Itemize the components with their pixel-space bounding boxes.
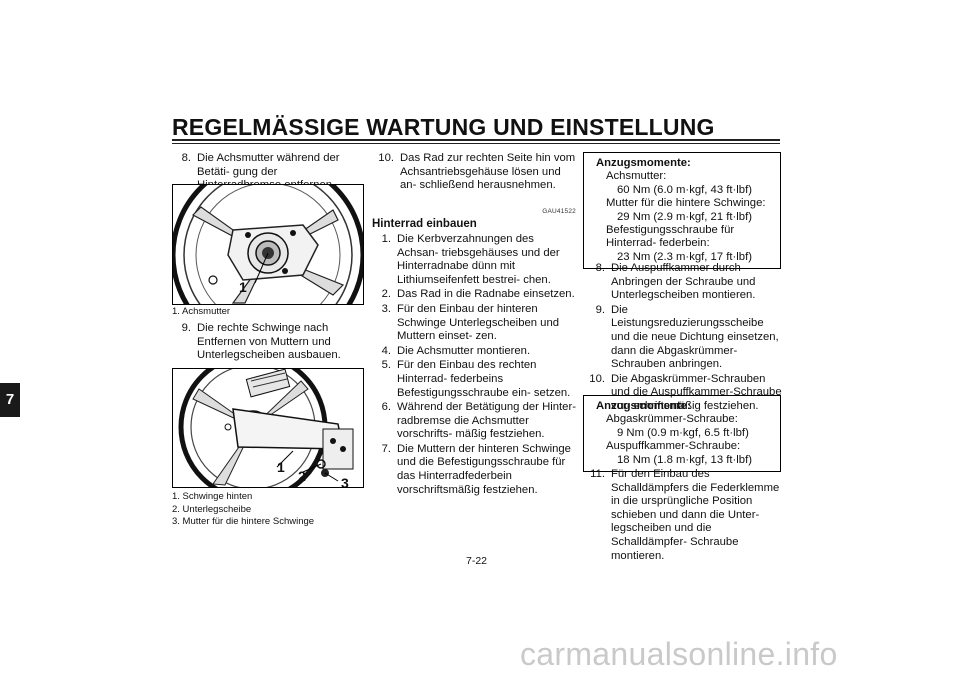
- torque-box-2: Anzugsmomente: Abgaskrümmer-Schraube: 9 …: [583, 395, 781, 473]
- install-step-2: 2. Das Rad in die Radnabe einsetzen.: [372, 288, 576, 302]
- step-number: 5.: [381, 359, 391, 372]
- step-number: 3.: [381, 302, 391, 315]
- figure-2-caption: 1. Schwinge hinten 2. Unterlegscheibe 3.…: [172, 491, 362, 529]
- swingarm-illustration: [178, 369, 354, 487]
- exhaust-step-9: 9. Die Leistungsreduzierungsscheibe und …: [583, 304, 783, 372]
- step-text: Die Leistungsreduzierungsscheibe und die…: [611, 303, 779, 371]
- page-number: 7-22: [466, 555, 488, 567]
- callout-1: 1: [277, 459, 285, 475]
- torque-item-label: Befestigungsschraube für Hinterrad- fede…: [606, 224, 735, 250]
- right-column-steps: 8. Die Auspuffkammer durch Anbringen der…: [583, 262, 783, 415]
- torque-item-value: 60 Nm (6.0 m·kgf, 43 ft·lbf): [617, 183, 752, 196]
- install-step-6: 6. Während der Betätigung der Hinter- ra…: [372, 401, 576, 442]
- title-rule: [172, 139, 780, 141]
- step-text: Während der Betätigung der Hinter- radbr…: [397, 401, 576, 441]
- exhaust-step-11: 11. Für den Einbau des Schalldämpfers di…: [583, 468, 783, 563]
- caption-line: 1. Schwinge hinten: [172, 491, 253, 502]
- figure-swingarm: 1 2 3: [172, 368, 364, 488]
- torque-box-1: Anzugsmomente: Achsmutter: 60 Nm (6.0 m·…: [583, 152, 781, 270]
- step-number: 8.: [595, 262, 605, 274]
- step-9-swingarm: 9. Die rechte Schwinge nach Entfernen vo…: [172, 322, 364, 363]
- install-step-3: 3. Für den Einbau der hinteren Schwinge …: [372, 303, 576, 344]
- figure-1-caption: 1. Achsmutter: [172, 306, 362, 319]
- step-number: 11.: [590, 468, 605, 480]
- right-column-final: 11. Für den Einbau des Schalldämpfers di…: [583, 468, 783, 564]
- torque-item-value: 29 Nm (2.9 m·kgf, 21 ft·lbf): [617, 210, 752, 223]
- figure-axle-nut: 1: [172, 184, 364, 305]
- title-rule-thin: [172, 143, 780, 144]
- install-step-7: 7. Die Muttern der hinteren Schwinge und…: [372, 443, 576, 497]
- step-text: Die Achsmutter montieren.: [397, 344, 531, 357]
- wheel-illustration: [173, 185, 363, 304]
- step-number: 10.: [378, 152, 394, 164]
- install-step-4: 4. Die Achsmutter montieren.: [372, 345, 576, 359]
- step-10-wheel-remove: 10. Das Rad zur rechten Seite hin vom Ac…: [372, 152, 576, 193]
- step-text: Das Rad in die Radnabe einsetzen.: [397, 288, 575, 301]
- torque-box-title: Anzugsmomente:: [596, 400, 691, 412]
- step-text: Für den Einbau des Schalldämpfers die Fe…: [611, 468, 780, 562]
- chapter-tab: 7: [0, 383, 20, 417]
- watermark: carmanualsonline.info: [520, 636, 838, 672]
- step-text: Die Kerbverzahnungen des Achsan- triebsg…: [397, 232, 560, 286]
- step-text: Für den Einbau des rechten Hinterrad- fe…: [397, 359, 571, 399]
- step-number: 9.: [181, 322, 191, 334]
- middle-column: 10. Das Rad zur rechten Seite hin vom Ac…: [372, 152, 576, 498]
- step-number: 6.: [381, 401, 391, 414]
- torque-item-value: 9 Nm (0.9 m·kgf, 6.5 ft·lbf): [617, 426, 749, 439]
- torque-item-label: Achsmutter:: [606, 170, 667, 183]
- left-column-cont: 9. Die rechte Schwinge nach Entfernen vo…: [172, 322, 364, 364]
- torque-item-label: Auspuffkammer-Schraube:: [606, 440, 741, 453]
- section-heading: Hinterrad einbauen: [372, 218, 477, 231]
- step-text: Die rechte Schwinge nach Entfernen von M…: [197, 322, 341, 362]
- step-text: Für den Einbau der hinteren Schwinge Unt…: [397, 302, 560, 343]
- torque-item-label: Mutter für die hintere Schwinge:: [606, 197, 766, 210]
- torque-item-value: 18 Nm (1.8 m·kgf, 13 ft·lbf): [617, 453, 752, 466]
- step-number: 8.: [181, 152, 191, 164]
- torque-item-value: 23 Nm (2.3 m·kgf, 17 ft·lbf): [617, 250, 752, 263]
- callout-1: 1: [239, 279, 247, 295]
- caption-line: 1. Achsmutter: [172, 306, 231, 317]
- caption-line: 3. Mutter für die hintere Schwinge: [172, 516, 315, 527]
- install-step-1: 1. Die Kerbverzahnungen des Achsan- trie…: [372, 233, 576, 287]
- page-title: REGELMÄSSIGE WARTUNG UND EINSTELLUNG: [172, 114, 715, 140]
- callout-3: 3: [341, 475, 349, 488]
- step-number: 4.: [381, 344, 391, 357]
- torque-item-label: Abgaskrümmer-Schraube:: [606, 413, 738, 426]
- reference-code: GAU41522: [542, 207, 576, 215]
- step-number: 9.: [595, 303, 605, 316]
- step-text: Die Muttern der hinteren Schwinge und di…: [397, 442, 571, 496]
- step-number: 10.: [589, 372, 605, 385]
- install-step-5: 5. Für den Einbau des rechten Hinterrad-…: [372, 359, 576, 400]
- callout-2: 2: [298, 468, 306, 484]
- step-number: 7.: [381, 442, 391, 455]
- caption-line: 2. Unterlegscheibe: [172, 503, 252, 515]
- exhaust-step-8: 8. Die Auspuffkammer durch Anbringen der…: [583, 262, 783, 303]
- torque-box-title: Anzugsmomente:: [596, 157, 691, 169]
- step-number: 1.: [381, 232, 391, 245]
- step-number: 2.: [381, 288, 391, 301]
- step-text: Das Rad zur rechten Seite hin vom Achsan…: [400, 152, 576, 192]
- step-text: Die Auspuffkammer durch Anbringen der Sc…: [611, 262, 756, 302]
